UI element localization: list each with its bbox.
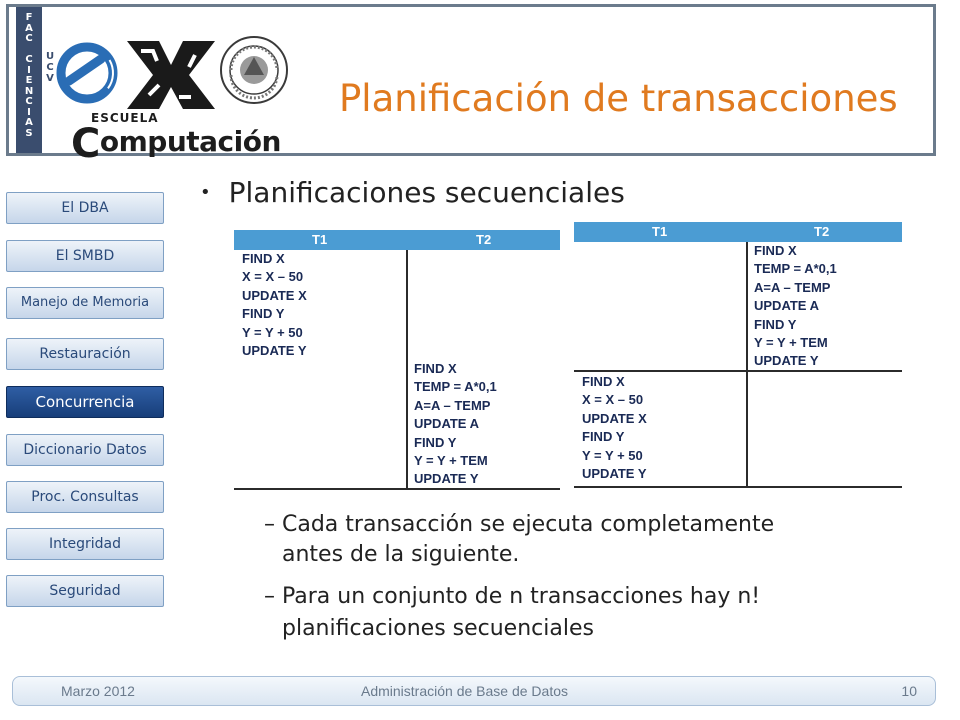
operation-line: X = X – 50	[242, 269, 304, 285]
header-t2: T2	[814, 224, 830, 239]
operation-line: Y = Y + 50	[582, 447, 643, 463]
ucv-letter: C	[46, 62, 54, 73]
operation-line: UPDATE X	[582, 410, 647, 426]
strip-letter: I	[27, 106, 31, 118]
strip-letter: A	[25, 117, 33, 128]
nav-item-restauracion[interactable]: Restauración	[6, 338, 164, 370]
header-t1: T1	[652, 224, 668, 239]
page-title: Planificación de transacciones	[339, 77, 898, 120]
footer-course-title: Administración de Base de Datos	[361, 683, 568, 699]
operation-line: FIND X	[242, 251, 285, 266]
nav-item-concurrencia[interactable]: Concurrencia	[6, 386, 164, 418]
row-divider	[574, 370, 902, 372]
schedule-table-t1-then-t2: T1 T2 FIND X X = X – 50 UPDATE X FIND Y …	[234, 230, 560, 492]
operation-line: FIND Y	[754, 316, 797, 332]
computacion-logo-text: Computación	[71, 121, 281, 167]
operation-line: UPDATE Y	[414, 471, 479, 487]
nav-item-integridad[interactable]: Integridad	[6, 528, 164, 560]
nav-item-proc-consultas[interactable]: Proc. Consultas	[6, 481, 164, 513]
operation-line: FIND X	[754, 243, 797, 258]
main-bullet: • Planificaciones secuenciales	[200, 176, 625, 209]
strip-letter: I	[27, 64, 31, 76]
nav-item-seguridad[interactable]: Seguridad	[6, 575, 164, 607]
operation-line: Y = Y + TEM	[754, 335, 828, 351]
operation-line: UPDATE A	[414, 416, 479, 432]
nav-item-el-smbd[interactable]: El SMBD	[6, 240, 164, 272]
column-divider	[746, 242, 748, 486]
t2-operations: FIND X TEMP = A*0,1 A=A – TEMP UPDATE A …	[414, 360, 497, 489]
operation-line: UPDATE Y	[582, 466, 647, 482]
strip-letter: S	[25, 127, 33, 139]
strip-letter: C	[25, 54, 33, 65]
operation-line: UPDATE Y	[242, 343, 307, 359]
sub-bullet-1-line-1: Cada transacción se ejecuta completament…	[282, 512, 775, 537]
computacion-rest: omputación	[99, 125, 282, 158]
dash-marker: –	[264, 584, 275, 609]
table-header: T1 T2	[574, 222, 902, 242]
operation-line: TEMP = A*0,1	[414, 379, 497, 395]
operation-line: A=A – TEMP	[414, 397, 491, 413]
table-header: T1 T2	[234, 230, 560, 250]
sub-bullet-1-line-2: antes de la siguiente.	[282, 542, 520, 567]
strip-letter: C	[25, 96, 33, 107]
operation-line: Y = Y + TEM	[414, 453, 488, 469]
operation-line: Y = Y + 50	[242, 324, 303, 340]
operation-line: FIND Y	[414, 434, 457, 450]
strip-letter: N	[24, 85, 34, 97]
strip-letter: A	[25, 22, 33, 34]
table-bottom-border	[574, 486, 902, 488]
operation-line: FIND Y	[242, 306, 285, 322]
operation-line: FIND Y	[582, 429, 625, 445]
page-number: 10	[901, 683, 917, 699]
operation-line: TEMP = A*0,1	[754, 261, 837, 277]
ucv-letter: V	[46, 73, 54, 84]
escuela-label: ESCUELA	[91, 111, 159, 125]
operation-line: FIND X	[414, 361, 457, 376]
t1-operations: FIND X X = X – 50 UPDATE X FIND Y Y = Y …	[582, 373, 647, 483]
table-bottom-border	[234, 488, 560, 490]
strip-letter: E	[25, 75, 33, 86]
nav-item-diccionario-datos[interactable]: Diccionario Datos	[6, 434, 164, 466]
x-logo-icon	[119, 37, 219, 113]
operation-line: UPDATE X	[242, 287, 307, 303]
dash-marker: –	[264, 512, 275, 537]
nav-item-el-dba[interactable]: El DBA	[6, 192, 164, 224]
footer-date: Marzo 2012	[61, 683, 135, 699]
schedule-table-t2-then-t1: T1 T2 FIND X TEMP = A*0,1 A=A – TEMP UPD…	[574, 222, 902, 488]
strip-letter: F	[25, 12, 33, 23]
ucv-letter: U	[45, 51, 55, 62]
operation-line: X = X – 50	[582, 392, 644, 408]
sub-bullet-2-line-2: planificaciones secuenciales	[282, 616, 594, 641]
operation-line: FIND X	[582, 374, 625, 389]
main-bullet-text: Planificaciones secuenciales	[228, 176, 625, 209]
slide-footer: Marzo 2012 Administración de Base de Dat…	[12, 676, 936, 706]
sub-bullet-2-line-1: Para un conjunto de n transacciones hay …	[282, 584, 761, 609]
university-seal-icon	[220, 36, 288, 104]
header-t2: T2	[476, 232, 492, 247]
header-t1: T1	[312, 232, 328, 247]
operation-line: UPDATE Y	[754, 353, 819, 369]
e-logo-icon	[56, 42, 118, 104]
column-divider	[406, 250, 408, 488]
t1-operations: FIND X X = X – 50 UPDATE X FIND Y Y = Y …	[242, 250, 307, 360]
nav-item-manejo-memoria[interactable]: Manejo de Memoria	[6, 287, 164, 319]
bullet-dot: •	[200, 182, 211, 203]
operation-line: A=A – TEMP	[754, 279, 831, 295]
t2-operations: FIND X TEMP = A*0,1 A=A – TEMP UPDATE A …	[754, 242, 837, 371]
strip-letter: C	[25, 33, 33, 44]
operation-line: UPDATE A	[754, 298, 819, 314]
computacion-big-c: C	[71, 121, 100, 167]
